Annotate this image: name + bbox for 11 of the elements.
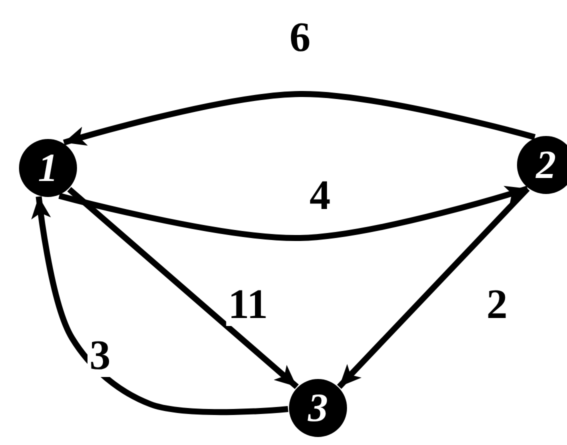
arrow [63,91,536,146]
node-label: 3 [308,388,328,428]
node-circle [19,139,77,197]
arrow [31,196,288,416]
node-circle [289,379,347,437]
node-label: 1 [38,148,58,188]
arrow [337,186,530,389]
node-label: 2 [536,145,556,185]
arrow [58,186,528,241]
arrow [67,186,299,390]
node-circle [517,136,567,194]
